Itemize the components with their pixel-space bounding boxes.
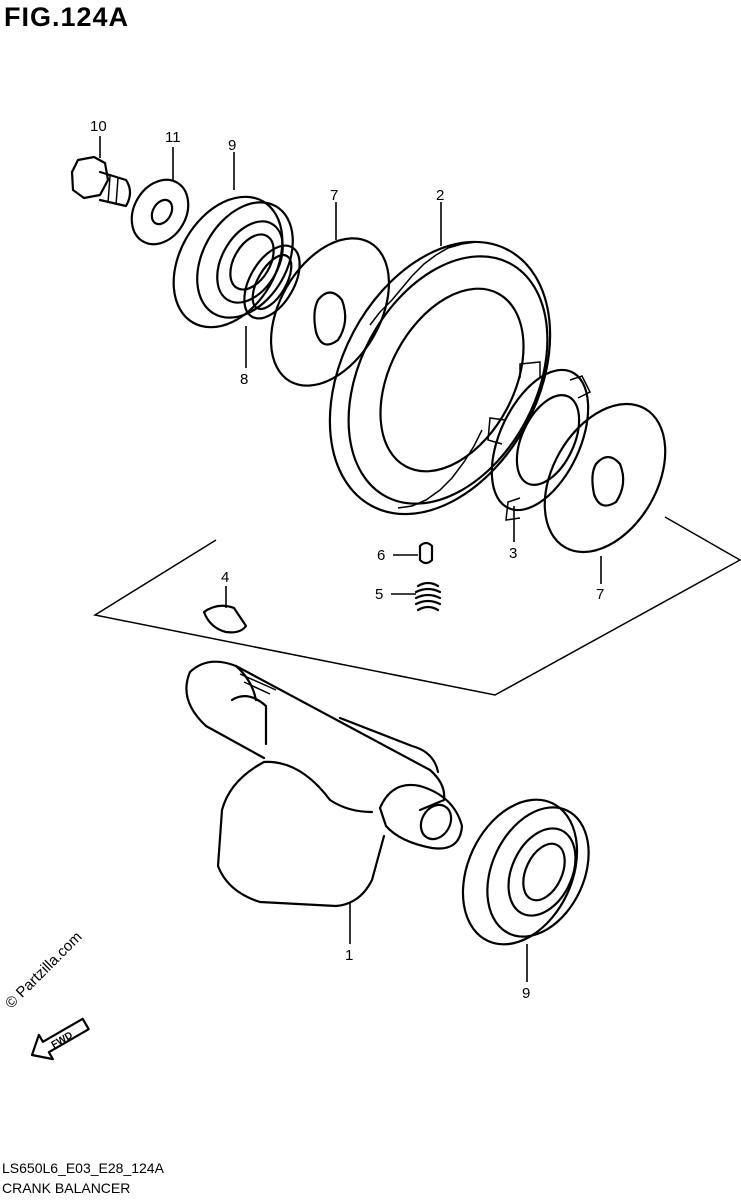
diagram-caption: CRANK BALANCER [2,1180,131,1196]
callout-4[interactable]: 4 [221,569,229,586]
fwd-arrow-icon: FWD [30,1017,90,1061]
part-9-bearing-lower[interactable] [441,781,609,963]
part-1-balancer-shaft[interactable] [185,660,464,908]
callout-leaders [99,136,602,982]
assembly-outline [92,516,741,696]
part-6-pin[interactable] [418,541,434,565]
part-10-bolt[interactable] [70,155,132,208]
callout-8[interactable]: 8 [240,371,248,388]
callout-9-upper[interactable]: 9 [228,137,236,154]
callout-7-lower[interactable]: 7 [596,586,604,603]
callout-9-lower[interactable]: 9 [522,985,530,1002]
part-5-spring[interactable] [414,581,442,612]
callout-10[interactable]: 10 [90,118,107,135]
callout-5[interactable]: 5 [375,586,383,603]
part-11-washer[interactable] [120,170,199,255]
part-7-washer-lower[interactable] [520,383,690,574]
part-9-bearing-upper[interactable] [151,177,312,346]
diagram-code: LS650L6_E03_E28_124A [2,1160,164,1176]
figure-title: FIG.124A [4,2,130,32]
fwd-label: FWD [50,1030,75,1051]
callout-11[interactable]: 11 [165,129,181,146]
callout-7-upper[interactable]: 7 [330,187,338,204]
part-3-hub[interactable] [472,355,608,525]
part-7-washer-upper[interactable] [247,218,414,407]
callout-3[interactable]: 3 [509,545,517,562]
callout-6[interactable]: 6 [377,547,385,564]
callout-2[interactable]: 2 [436,187,444,204]
callout-1[interactable]: 1 [345,947,353,964]
part-4-key[interactable] [202,604,248,634]
part-8-ring[interactable] [233,236,311,327]
